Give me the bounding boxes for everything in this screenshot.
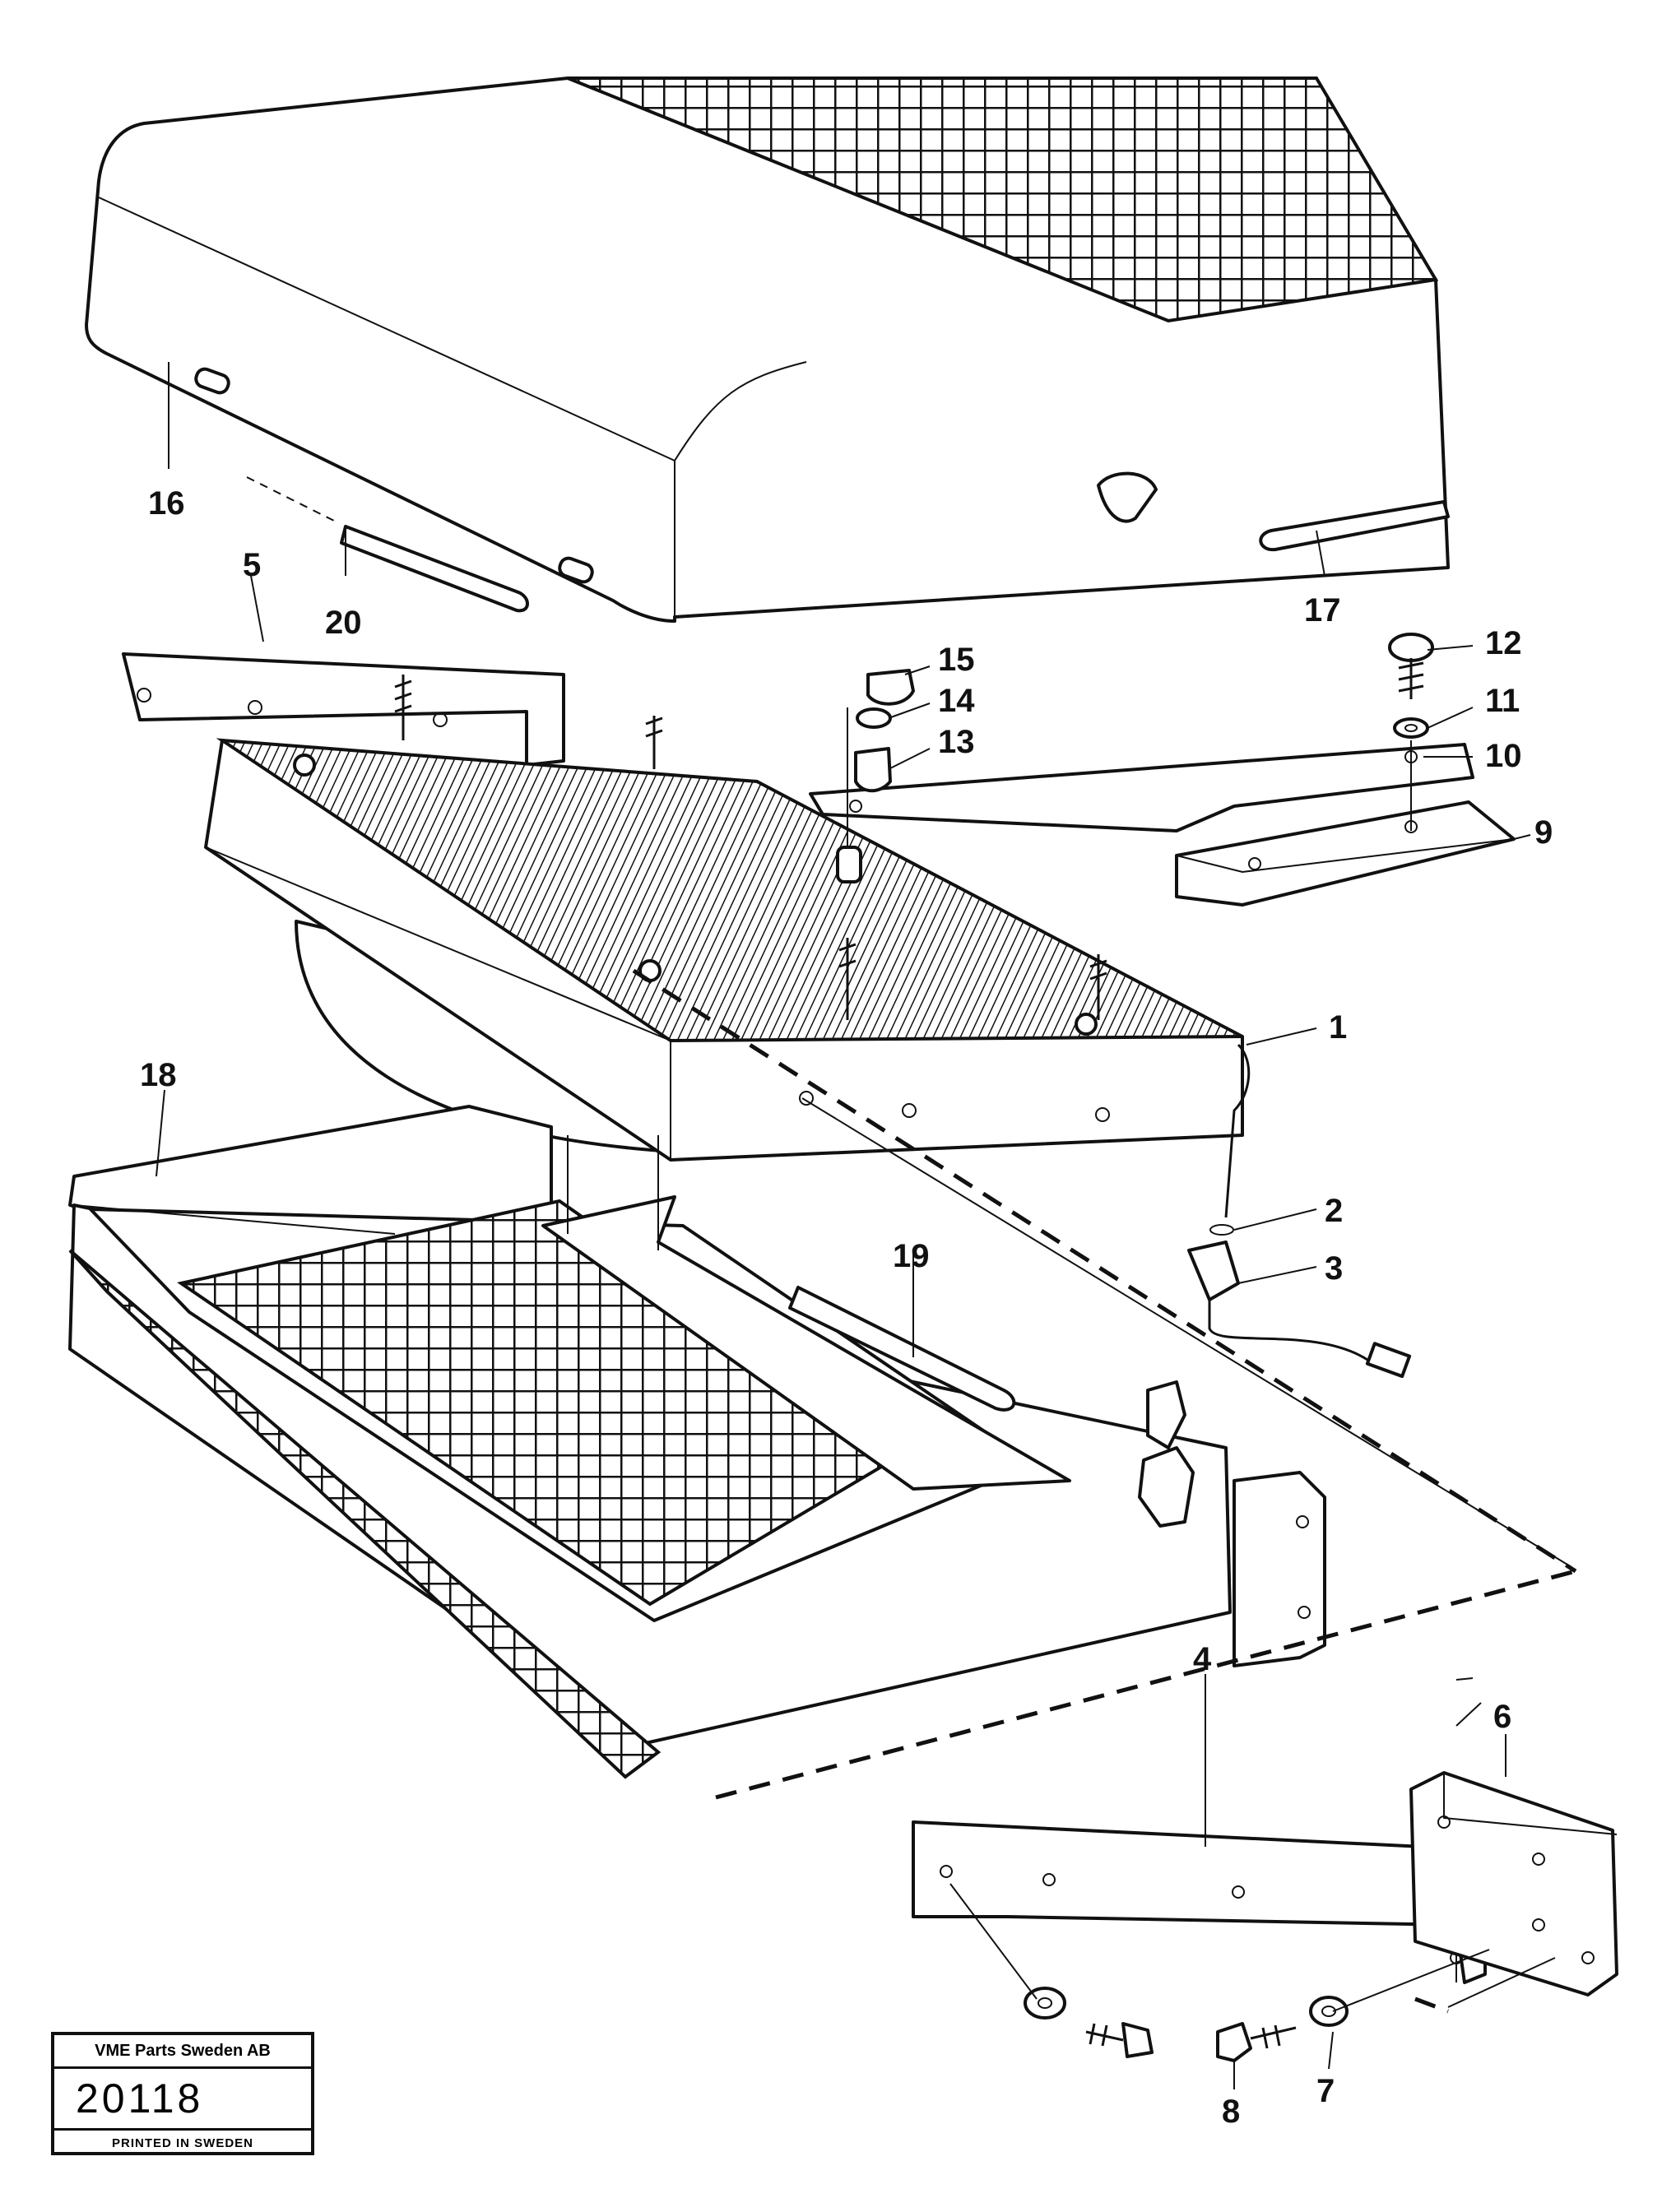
callout-8: 8 — [1222, 2094, 1240, 2130]
callout-14: 14 — [938, 683, 975, 719]
rod-20 — [246, 476, 529, 613]
rod-19 — [788, 1286, 1016, 1412]
nut-15-washer-14-spacer-13 — [854, 669, 915, 793]
bracket-4 — [912, 1820, 1487, 1984]
callout-10: 10 — [1485, 738, 1522, 774]
callout-2: 2 — [1325, 1193, 1343, 1229]
lower-housing — [68, 1105, 1326, 1779]
radiator-1 — [204, 675, 1244, 1162]
callout-numbers: 1 2 3 4 5 6 7 8 9 10 11 12 13 14 15 16 1… — [140, 485, 1553, 2130]
callout-17: 17 — [1304, 592, 1341, 628]
callout-1: 1 — [1329, 1009, 1347, 1046]
stamp-company: VME Parts Sweden AB — [54, 2035, 311, 2069]
callout-4: 4 — [1193, 1641, 1212, 1677]
strap-10 — [809, 743, 1474, 832]
callout-18: 18 — [140, 1057, 177, 1093]
bolt-washer-left — [1024, 1987, 1154, 2058]
callout-12: 12 — [1485, 625, 1522, 661]
drawing-stamp: VME Parts Sweden AB 20118 PRINTED IN SWE… — [51, 2032, 314, 2155]
rod-17 — [1259, 500, 1450, 552]
callout-5: 5 — [243, 547, 261, 583]
leader-lines — [156, 362, 1531, 2089]
callout-13: 13 — [938, 724, 975, 760]
assembly-lines — [632, 707, 1577, 2014]
callout-11: 11 — [1485, 683, 1520, 719]
stamp-printed: PRINTED IN SWEDEN — [111, 2135, 253, 2150]
callout-16: 16 — [148, 485, 185, 522]
callout-20: 20 — [325, 605, 362, 641]
drain-hose-2-3 — [1187, 1043, 1412, 1379]
bolt-12-washer-11 — [1388, 633, 1434, 739]
callout-19: 19 — [893, 1238, 930, 1274]
plate-9 — [1175, 800, 1516, 907]
callout-3: 3 — [1325, 1250, 1343, 1287]
mounting-plate-6 — [1409, 1771, 1618, 1996]
bolt-8-washer-7 — [1216, 1996, 1349, 2062]
callout-6: 6 — [1493, 1699, 1511, 1735]
callout-15: 15 — [938, 642, 975, 678]
callout-9: 9 — [1534, 814, 1553, 851]
callout-7: 7 — [1316, 2073, 1335, 2109]
stamp-drawing-number: 20118 — [54, 2069, 311, 2131]
top-cover — [85, 77, 1450, 623]
